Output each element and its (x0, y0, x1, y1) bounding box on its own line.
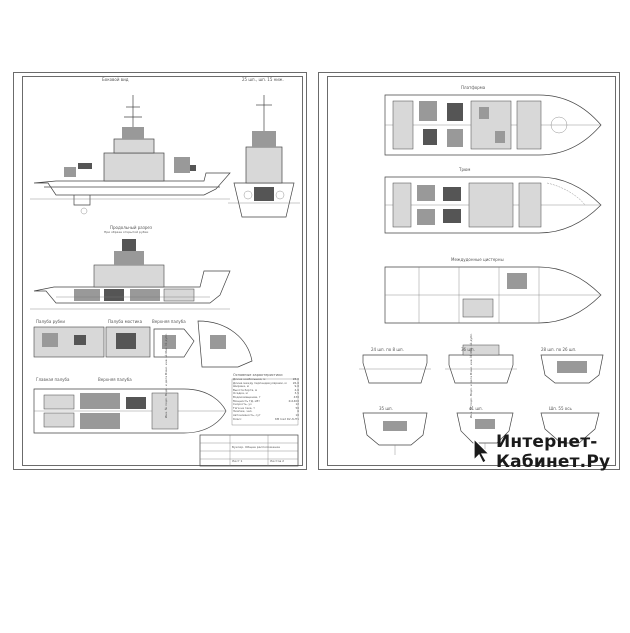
particulars-value: 12 (295, 402, 299, 407)
title-block: Буксир. Общее расположение Лист 1 Листов… (202, 437, 298, 463)
particulars-name: Экипаж, чел. (233, 409, 253, 414)
particulars-row: Ширина, м 9,0 (233, 384, 299, 388)
label-section-3: 28 шп. по 26 шп. (541, 347, 577, 352)
drawing-sheet-left: Боковой вид 25 шп., шп. 15 ниж. Продольн… (13, 72, 307, 470)
label-upper-deck-plan: Верхняя палуба (98, 377, 132, 382)
label-side-view: Боковой вид (102, 77, 129, 82)
drawing-sheet-right: Платформа Трюм Междудонные цистерны 24 ш… (318, 72, 620, 470)
particulars-table: Основные характеристики Длина наибольшая… (233, 373, 299, 421)
particulars-value: 28,8 (292, 377, 299, 381)
particulars-name: Длина между перпендикулярами, м (233, 380, 287, 385)
particulars-row: Тяга на гаке, т 50 (233, 406, 299, 410)
particulars-row: Скорость, уз 12 (233, 402, 299, 406)
plan-wheelhouse (384, 94, 602, 156)
particulars-table-frame (231, 378, 299, 426)
label-section-6: Шп. 55 ось (549, 406, 572, 411)
particulars-row: Класс КМ Ice2 R2 AUT1 (233, 417, 299, 421)
label-main-deck: Главная палуба (36, 377, 70, 382)
label-section-5: 41 шп. (469, 406, 483, 411)
tug-longitudinal-section (30, 239, 231, 310)
watermark: Интернет- Кабинет.Ру (472, 430, 630, 474)
tug-side-view (30, 95, 231, 215)
particulars-name: Тяга на гаке, т (233, 405, 255, 410)
particulars-row: Экипаж, чел. 6 (233, 409, 299, 413)
plan-double-bottom (384, 266, 602, 324)
label-nav-bridge: Палуба мостика (108, 319, 143, 324)
left-margin-text: Инв. № подл. Подп. и дата Взам. инв. № И… (164, 333, 168, 418)
right-sheet-drawings (359, 94, 604, 455)
left-sheet-drawings (30, 95, 300, 467)
label-section-4: 35 шп. (379, 406, 393, 411)
particulars-value: 26,0 (292, 380, 299, 385)
particulars-row: Водоизмещение, т 430 (233, 395, 299, 399)
particulars-row: Осадка, м 3,5 (233, 391, 299, 395)
sections-row-2 (362, 412, 600, 455)
particulars-value: 4,6 (294, 387, 299, 392)
label-hold: Трюм (459, 167, 471, 172)
particulars-name: Класс (233, 416, 242, 421)
particulars-name: Осадка, м (233, 391, 248, 396)
particulars-value: 9,0 (294, 384, 299, 389)
particulars-value: КМ Ice2 R2 AUT1 (274, 416, 299, 421)
deck-plan-top (33, 326, 105, 358)
particulars-name: Скорость, уз (233, 402, 252, 407)
particulars-row: Высота борта, м 4,6 (233, 388, 299, 392)
particulars-name: Высота борта, м (233, 387, 258, 392)
particulars-name: Мощность ГД, кВт (233, 398, 260, 403)
label-wheelhouse: Платформа (461, 85, 486, 90)
cursor-icon (473, 437, 491, 464)
label-fore-deck: Верхняя палуба (152, 319, 186, 324)
title-block-lines (199, 434, 299, 467)
sheet-frame (22, 76, 303, 466)
watermark-line-2: Кабинет.Ру (496, 452, 611, 472)
label-longitudinal-sub: При образе открытой рубки (104, 230, 149, 234)
particulars-value: 430 (293, 394, 299, 399)
label-longitudinal-section: Продольный разрез (110, 225, 153, 230)
particulars-row: Мощность ГД, кВт 2х1400 (233, 399, 299, 403)
sheet-frame (327, 76, 616, 466)
sections-row-1 (359, 344, 604, 384)
particulars-value: 3,5 (294, 391, 299, 396)
title-block-drawing-title: Буксир. Общее расположение (232, 445, 280, 449)
particulars-name: Длина наибольшая, м (233, 377, 266, 381)
right-margin-text: Инв. № подл. Подп. и дата Взам. инв. № И… (469, 333, 473, 418)
particulars-row: Длина между перпендикулярами, м 26,0 (233, 381, 299, 385)
particulars-value: 6 (297, 409, 299, 414)
particulars-value: 50 (295, 405, 299, 410)
label-double-bottom: Междудонные цистерны (451, 257, 504, 262)
label-section-1: 24 шп. по 8 шп. (371, 347, 404, 352)
particulars-name: Автономность, сут (233, 412, 261, 417)
particulars-row: Автономность, сут 10 (233, 413, 299, 417)
watermark-line-1: Интернет- (496, 432, 598, 452)
particulars-name: Водоизмещение, т (233, 394, 261, 399)
particulars-value: 10 (295, 412, 299, 417)
particulars-title: Основные характеристики (233, 373, 283, 377)
title-block-sheet: Лист 1 (232, 459, 243, 463)
label-side-sections: 25 шп., шп. 15 ниж. (242, 77, 284, 82)
tug-section-view (228, 95, 300, 218)
particulars-value: 2х1400 (288, 398, 299, 403)
plan-hold (384, 176, 602, 234)
particulars-row: Длина наибольшая, м 28,8 (233, 377, 299, 381)
upper-deck-plan (33, 388, 227, 434)
deck-plan-bridge (105, 326, 151, 358)
particulars-name: Ширина, м (233, 384, 249, 389)
title-block-sheets: Листов 2 (270, 459, 285, 463)
deck-plan-fore (197, 320, 253, 368)
label-section-2: 36 шп. (461, 347, 475, 352)
label-top-deck: Палуба рубки (36, 319, 65, 324)
deck-plan-mid (153, 328, 195, 358)
